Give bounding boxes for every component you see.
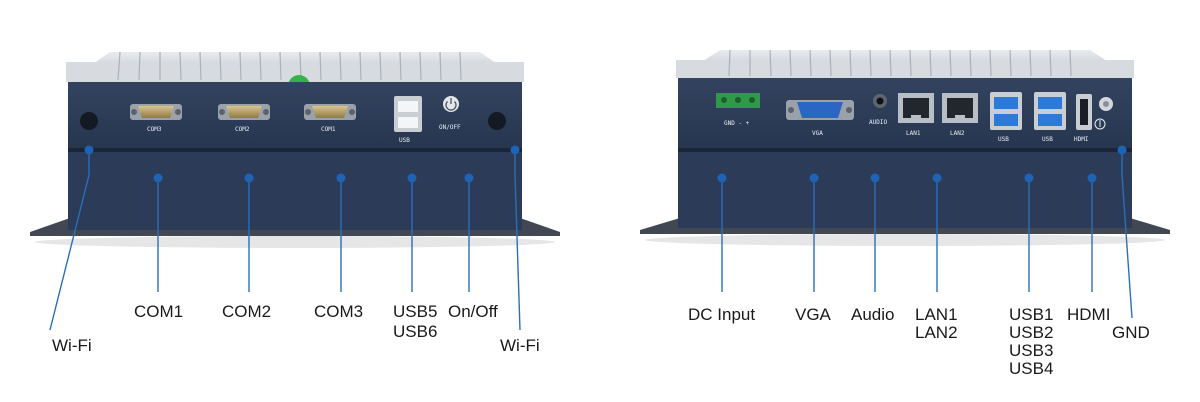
audio-jack: AUDIO (869, 94, 887, 126)
rear-device: GND - + VGA AUDIO LAN1 LAN2 (640, 49, 1170, 319)
front-leader-lines (49, 150, 521, 331)
gnd-screw (1094, 97, 1113, 130)
vga-port: VGA (786, 100, 854, 137)
power-button: ON/OFF (439, 96, 461, 131)
callout-lan1: LAN1 (915, 305, 958, 324)
callout-com1: COM1 (134, 302, 184, 321)
usb1-usb2-port: USB (990, 92, 1022, 143)
lan2-port-label: LAN2 (950, 130, 965, 137)
callout-lan2: LAN2 (915, 323, 958, 342)
vga-port-label: VGA (812, 130, 823, 137)
hdmi-port-label: HDMI (1074, 136, 1089, 143)
usb-a-port-label: USB (998, 136, 1009, 143)
heatsink-rear (676, 49, 1134, 78)
com1-port: COM1 (304, 104, 356, 133)
callout-wifi-left: Wi-Fi (52, 336, 92, 355)
callout-usb6: USB6 (393, 322, 438, 341)
callout-vga: VGA (795, 305, 831, 324)
lan1-port: LAN1 (898, 93, 934, 137)
callout-hdmi: HDMI (1067, 305, 1111, 324)
wifi-antenna-hole-left (80, 112, 98, 130)
rear-leader-lines (721, 150, 1133, 319)
com1-port-label: COM1 (321, 126, 336, 133)
usb-b-port-label: USB (1042, 136, 1053, 143)
com2-port-label: COM2 (235, 126, 250, 133)
callout-audio: Audio (851, 305, 895, 324)
audio-port-label: AUDIO (869, 119, 887, 126)
callout-onoff: On/Off (448, 302, 498, 321)
callout-usb1: USB1 (1009, 305, 1054, 324)
com3-port: COM3 (130, 104, 182, 133)
callout-usb3: USB3 (1009, 341, 1054, 360)
hdmi-port: HDMI (1074, 94, 1092, 143)
rear-callout-dots (717, 145, 1127, 183)
power-label: ON/OFF (439, 124, 461, 131)
com2-port: COM2 (218, 104, 270, 133)
callout-com2: COM2 (222, 302, 272, 321)
dc-input-terminal: GND - + (716, 93, 760, 127)
usb5-usb6-port: USB (394, 96, 422, 144)
usb3-usb4-port: USB (1034, 92, 1066, 143)
dc-port-label: GND - + (724, 120, 750, 127)
com3-port-label: COM3 (147, 126, 162, 133)
wifi-antenna-hole-right (488, 112, 506, 130)
callout-usb4: USB4 (1009, 359, 1054, 378)
lan1-port-label: LAN1 (906, 130, 921, 137)
lan2-port: LAN2 (942, 93, 978, 137)
front-device: COM3 COM2 COM1 USB ON/OFF (30, 51, 560, 331)
heatsink-front (66, 51, 524, 82)
callout-gnd: GND (1112, 323, 1150, 342)
callout-com3: COM3 (314, 302, 364, 321)
usb-port-label: USB (399, 137, 410, 144)
callout-usb2: USB2 (1009, 323, 1054, 342)
callout-usb5: USB5 (393, 302, 438, 321)
callout-wifi-right: Wi-Fi (500, 336, 540, 355)
callout-dc-input: DC Input (688, 305, 756, 324)
front-callout-dots (84, 145, 520, 183)
